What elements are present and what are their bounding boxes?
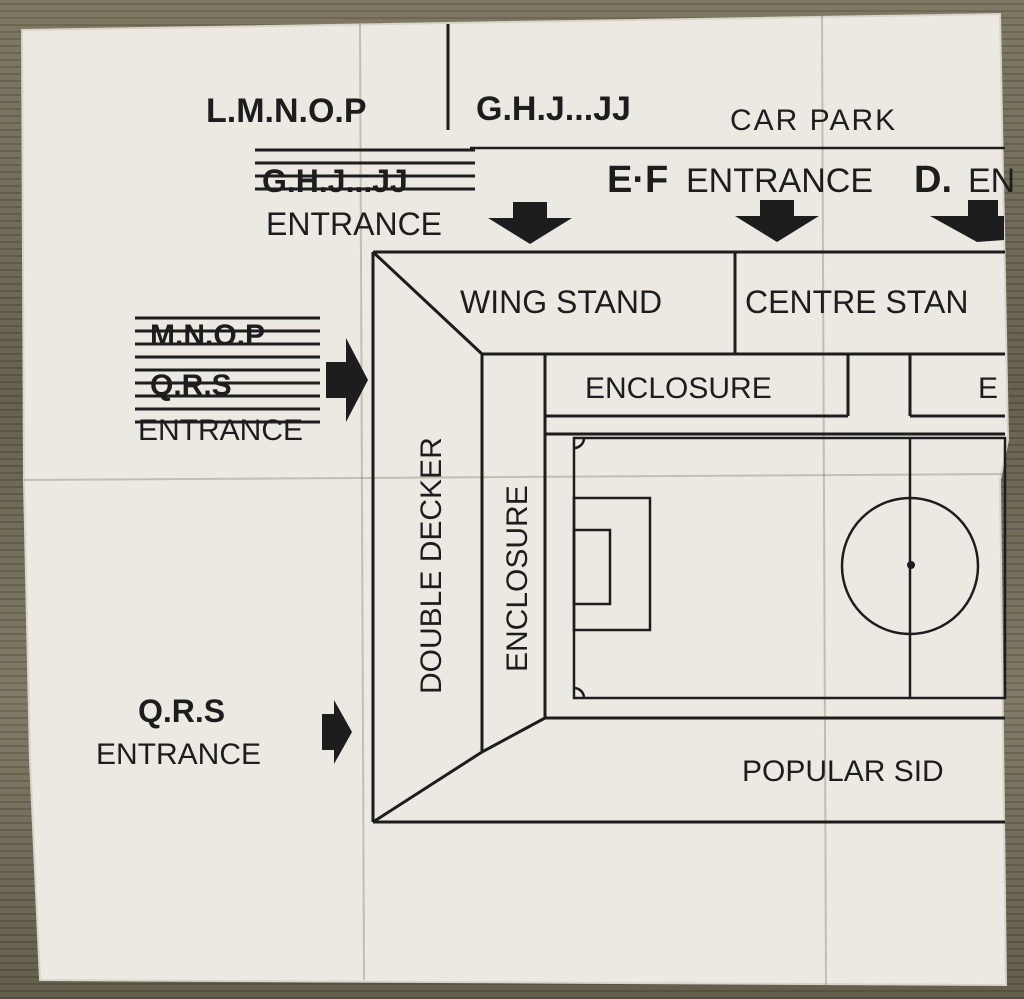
popular-side-label: POPULAR SID xyxy=(742,755,944,788)
right-arrow-icon xyxy=(322,700,352,764)
down-arrow-icon xyxy=(735,200,819,242)
enclosure-top-right-label: E xyxy=(978,372,998,405)
ef-label: E·F xyxy=(607,159,668,201)
qrs-entrance-label: ENTRANCE xyxy=(96,738,261,771)
wing-stand-label: WING STAND xyxy=(460,284,662,320)
paper-sheet xyxy=(20,12,1010,987)
down-arrow-icon xyxy=(488,202,572,244)
qrs-label: Q.R.S xyxy=(138,693,225,729)
car-park-label: CAR PARK xyxy=(730,104,897,137)
strike-lines-mnop-qrs xyxy=(135,316,320,424)
fold-line-vertical-left xyxy=(359,23,365,981)
enclosure-left-label: ENCLOSURE xyxy=(501,485,534,672)
crossed-mnop-label: M.N.O.P xyxy=(150,319,265,352)
d-entrance-label: EN xyxy=(968,162,1015,200)
stadium-plan xyxy=(371,250,1005,824)
football-pitch xyxy=(572,436,1007,700)
right-arrow-icon xyxy=(326,338,368,422)
mnop-qrs-entrance-label: ENTRANCE xyxy=(138,414,303,447)
centre-stand-label: CENTRE STAN xyxy=(745,284,968,320)
strike-lines-ghj xyxy=(255,148,475,191)
double-decker-label: DOUBLE DECKER xyxy=(415,437,448,694)
crossed-ghj-label: G.H.J...JJ xyxy=(262,163,408,199)
ef-entrance-label: ENTRANCE xyxy=(686,162,873,200)
down-arrow-icon xyxy=(930,200,1004,242)
ghj-entrance-label: ENTRANCE xyxy=(266,206,442,242)
fold-line-horizontal xyxy=(23,473,1009,481)
d-label: D. xyxy=(914,159,952,201)
enclosure-top-label: ENCLOSURE xyxy=(585,372,772,405)
right-code-label: G.H.J...JJ xyxy=(476,90,631,128)
left-code-label: L.M.N.O.P xyxy=(206,92,367,130)
